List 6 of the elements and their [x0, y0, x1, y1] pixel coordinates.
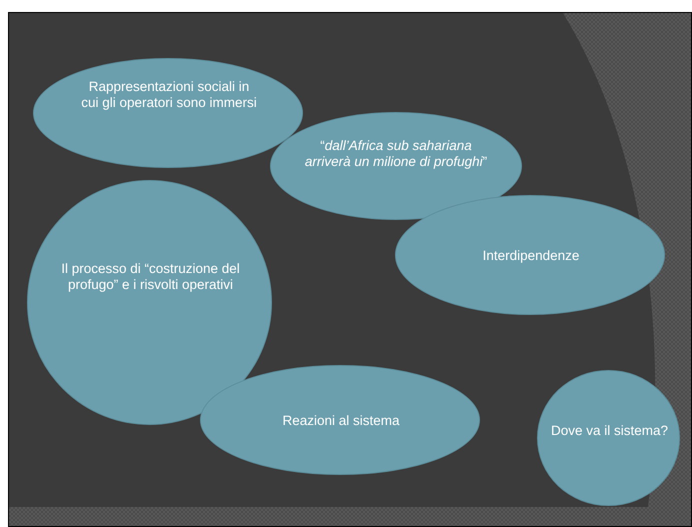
bubble-text: Dove va il sistema? — [550, 423, 670, 439]
bubble-text: Il processo di “costruzione del profugo” e i risvolti operativi — [60, 261, 241, 293]
bubble-text: “dall’Africa sub sahariana arriverà un milione di profughi” — [304, 138, 488, 170]
bubble-text: Interdipendenze — [482, 248, 580, 264]
bubble-text: Rappresentazioni sociali in cui gli operatori sono immersi — [80, 79, 258, 111]
bubble-text: Reazioni al sistema — [281, 413, 401, 429]
